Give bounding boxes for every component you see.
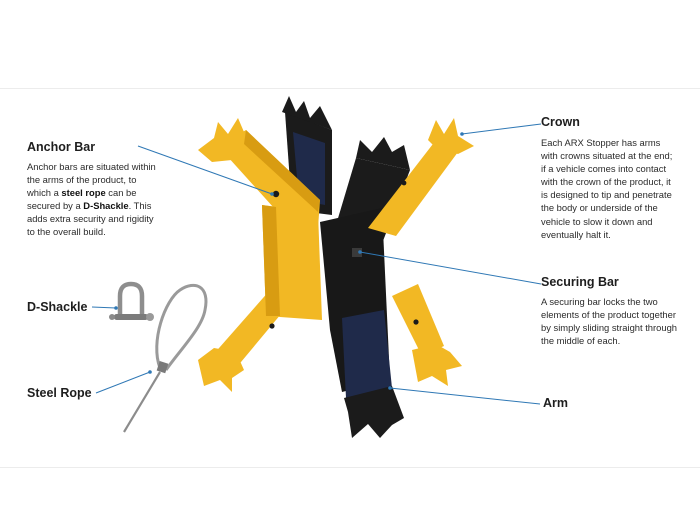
anchor-bar-hole: [413, 319, 419, 325]
black-element: [282, 96, 410, 438]
yellow-crown-lower-left: [198, 348, 244, 392]
arm-leader: [389, 387, 541, 405]
anchor-bar-description: Anchor bars are situated within the arms…: [27, 161, 156, 238]
anchor-bar-hole: [272, 190, 280, 198]
black-crown-bottom: [344, 386, 404, 438]
bottom-divider: [0, 467, 700, 468]
anchor-bar-title: Anchor Bar: [27, 140, 96, 154]
leader-lines: [91, 123, 542, 405]
d-shackle-illustration: [109, 281, 154, 321]
crown-leader: [461, 123, 542, 135]
yellow-element: [198, 118, 474, 392]
black-crown-top-right: [356, 137, 410, 170]
top-divider: [0, 88, 700, 89]
crown-title: Crown: [541, 115, 580, 129]
yellow-crown-lower-right: [412, 344, 462, 386]
steel-rope-title: Steel Rope: [27, 386, 92, 400]
steel-rope-leader: [95, 371, 151, 394]
yellow-crown-upper-left: [198, 118, 244, 162]
d-shackle-title: D-Shackle: [27, 300, 88, 314]
d-shackle-leader: [91, 306, 117, 309]
anchor-bar-hole: [269, 323, 275, 329]
securing-bar-leader: [359, 251, 542, 285]
anchor-bar-hole: [401, 180, 407, 186]
securing-bar-description: A securing bar locks the two elements of…: [541, 296, 678, 347]
crown-description: Each ARX Stopper has arms with crowns si…: [541, 137, 673, 240]
securing-bar-title: Securing Bar: [541, 275, 619, 289]
steel-rope-illustration: [123, 284, 208, 433]
arm-title: Arm: [543, 396, 569, 410]
anchor-bar-leader: [137, 145, 273, 195]
yellow-crown-upper-right: [428, 118, 474, 154]
black-crown-top-left: [282, 96, 332, 130]
